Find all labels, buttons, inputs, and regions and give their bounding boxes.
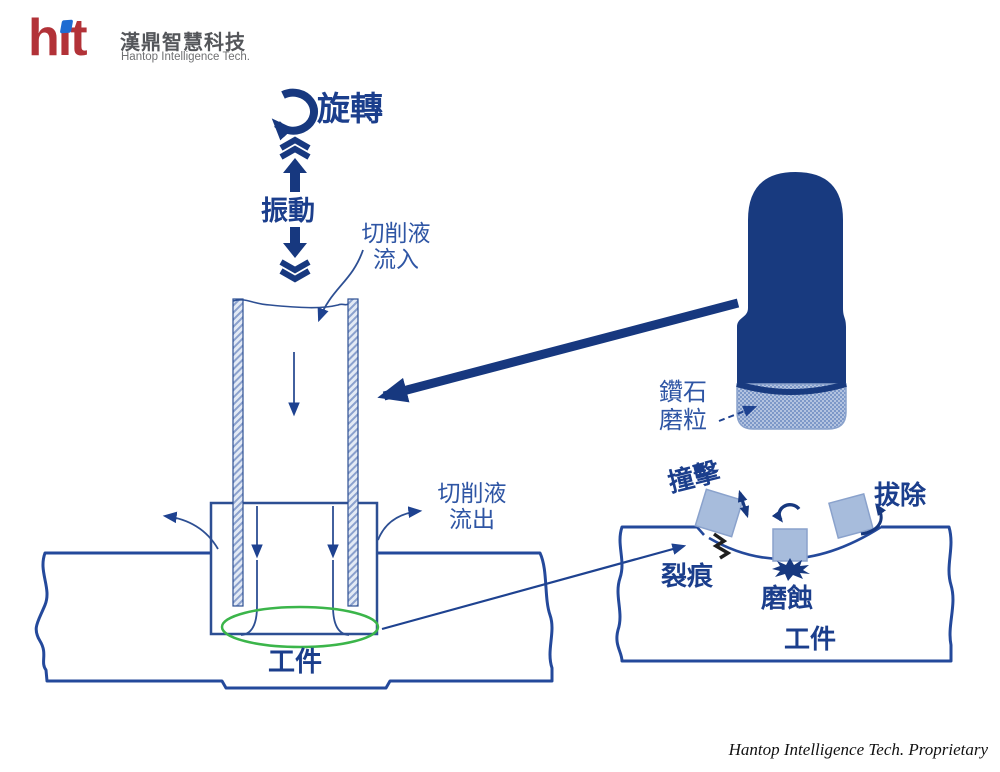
rotation-label: 旋轉: [317, 90, 383, 127]
diamond-abrasive-label: 鑽石 磨粒: [650, 379, 716, 434]
hit-wordmark: hıt: [28, 9, 88, 67]
tool-tip-highlight-ellipse: [220, 605, 380, 649]
coolant-in-line2: 流入: [373, 246, 419, 273]
wordmark-letter-i: ı: [57, 9, 73, 67]
diamond-abrasive-band: [736, 383, 847, 430]
coolant-in-arrow: [317, 249, 364, 323]
abrasion-burst-icon: [772, 558, 810, 581]
coolant-out-label: 切削液 流出: [434, 480, 510, 533]
coolant-flow-lines: [240, 506, 350, 636]
wordmark-letter-t: t: [70, 9, 87, 67]
vibration-label: 振動: [261, 196, 315, 226]
zoom-callout-arrow: [381, 543, 687, 631]
grain-rotation-arrow-icon: [771, 503, 801, 523]
drilled-hole-outline: [209, 501, 379, 636]
impact-double-arrow-icon: [737, 489, 750, 519]
abrasive-grain-impact: [694, 488, 750, 538]
vibration-down-arrow-icon: [279, 227, 311, 283]
rotation-arrow-icon: [271, 88, 318, 141]
wordmark-letter-h: h: [28, 9, 60, 67]
pullout-label: 拔除: [874, 480, 927, 510]
coolant-in-line1: 切削液: [361, 220, 431, 246]
drill-bit-illustration: [736, 172, 847, 430]
company-name-en: Hantop Intelligence Tech.: [121, 51, 250, 63]
workpiece-left-label: 工件: [268, 647, 322, 677]
crack-label: 裂痕: [661, 561, 714, 591]
drill-tube: [232, 298, 359, 607]
diamond-label-pointer: [718, 405, 758, 422]
diamond-line2: 磨粒: [659, 406, 707, 434]
coolant-out-line1: 切削液: [437, 480, 507, 506]
proprietary-notice: Hantop Intelligence Tech. Proprietary: [728, 740, 988, 759]
coolant-in-label: 切削液 流入: [358, 220, 434, 273]
company-name-zh: 漢鼎智慧科技: [120, 32, 246, 54]
crack-zigzag-icon: [712, 532, 732, 560]
hantop-logo: hıt 漢鼎智慧科技 Hantop Intelligence Tech.: [28, 12, 268, 78]
abrasive-grain-pullout: [828, 493, 887, 539]
diamond-line1: 鑽石: [659, 379, 707, 406]
drill-pointer-arrow: [377, 298, 740, 403]
pullout-arrow-icon: [860, 503, 887, 536]
abrasion-label: 磨蝕: [761, 583, 814, 613]
workpiece-right-label: 工件: [784, 624, 837, 654]
vibration-up-arrow-icon: [279, 136, 311, 192]
workpiece-left-outline: [34, 551, 554, 690]
coolant-outflow-arrows: [162, 506, 423, 550]
coolant-out-line2: 流出: [449, 506, 495, 533]
abrasive-grain-abrading: [771, 503, 810, 581]
